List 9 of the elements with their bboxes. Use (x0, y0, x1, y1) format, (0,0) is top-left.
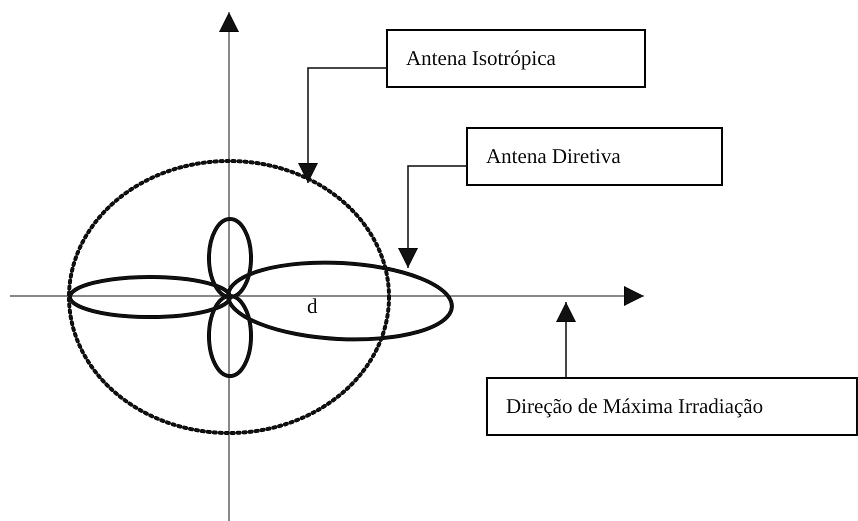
callout-box: Antena Isotrópica (386, 29, 646, 88)
leader-arrow (398, 165, 466, 268)
callout-box: Direção de Máxima Irradiação (486, 377, 858, 436)
isotropic-pattern (67, 159, 391, 435)
leader-arrow (556, 302, 576, 377)
leader-arrow (298, 67, 386, 183)
directive-pattern-drawing (68, 217, 454, 378)
distance-label: d (307, 294, 318, 319)
callout-box: Antena Diretiva (466, 127, 723, 186)
